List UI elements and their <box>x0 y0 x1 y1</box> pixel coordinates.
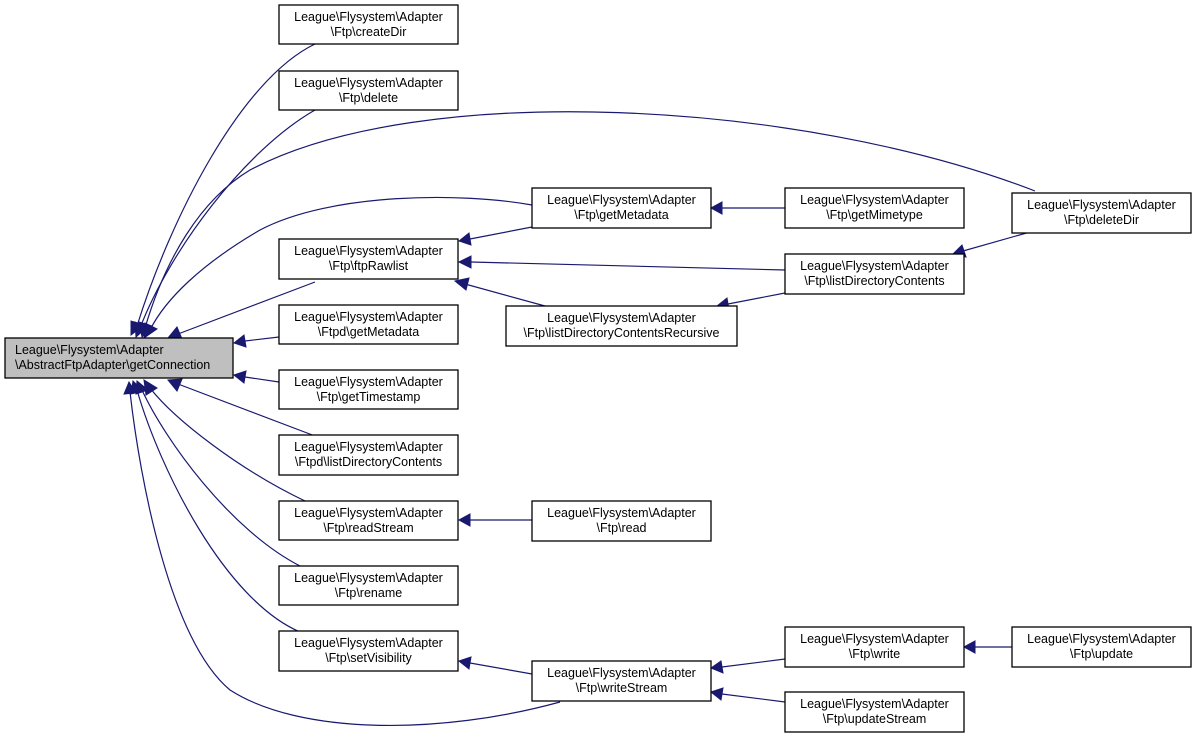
edge-read-to-readStream <box>457 513 532 527</box>
node-ftpRawlist[interactable]: League\Flysystem\Adapter \Ftp\ftpRawlist <box>278 238 459 280</box>
node-label-line1: League\Flysystem\Adapter <box>294 10 443 24</box>
edge-ftpdGetMetadata-to-root <box>232 334 280 348</box>
node-label-line2: \Ftp\delete <box>339 91 398 105</box>
edge-writeStream-to-setVisibility <box>457 656 533 675</box>
node-label-line1: League\Flysystem\Adapter <box>15 343 164 357</box>
edge-write-to-writeStream <box>709 658 786 674</box>
edge-getTimestamp-to-root <box>232 370 280 384</box>
node-rename[interactable]: League\Flysystem\Adapter \Ftp\rename <box>278 565 459 606</box>
node-label-line2: \Ftp\deleteDir <box>1064 213 1139 227</box>
edge-setVisibility-to-root <box>130 379 301 633</box>
node-label-line2: \Ftp\listDirectoryContentsRecursive <box>524 326 720 340</box>
node-label-line1: League\Flysystem\Adapter <box>294 571 443 585</box>
node-write[interactable]: League\Flysystem\Adapter \Ftp\write <box>784 626 965 668</box>
node-label-line2: \Ftpd\listDirectoryContents <box>295 455 442 469</box>
node-ftpd-getMetadata[interactable]: League\Flysystem\Adapter \Ftpd\getMetada… <box>278 304 459 345</box>
node-label-line1: League\Flysystem\Adapter <box>547 506 696 520</box>
node-label-line1: League\Flysystem\Adapter <box>294 440 443 454</box>
node-label-line1: League\Flysystem\Adapter <box>800 259 949 273</box>
node-getTimestamp[interactable]: League\Flysystem\Adapter \Ftp\getTimesta… <box>278 369 459 410</box>
node-listDirectoryContentsRecursive[interactable]: League\Flysystem\Adapter \Ftp\listDirect… <box>505 305 738 347</box>
node-label-line1: League\Flysystem\Adapter <box>547 666 696 680</box>
node-label-line2: \Ftp\read <box>596 521 646 535</box>
node-label-line1: League\Flysystem\Adapter <box>800 193 949 207</box>
node-label-line2: \Ftp\getMimetype <box>826 208 923 222</box>
node-readStream[interactable]: League\Flysystem\Adapter \Ftp\readStream <box>278 500 459 541</box>
node-getConnection[interactable]: League\Flysystem\Adapter \AbstractFtpAda… <box>4 337 234 379</box>
node-update[interactable]: League\Flysystem\Adapter \Ftp\update <box>1011 626 1192 668</box>
node-setVisibility[interactable]: League\Flysystem\Adapter \Ftp\setVisibil… <box>278 630 459 672</box>
node-label-line1: League\Flysystem\Adapter <box>800 697 949 711</box>
node-label-line1: League\Flysystem\Adapter <box>547 193 696 207</box>
node-label-line1: League\Flysystem\Adapter <box>1027 198 1176 212</box>
edge-updateStream-to-writeStream <box>709 687 786 703</box>
edge-listDirContents-to-ftpRawlist <box>457 255 786 271</box>
edge-deleteDir-to-listDirContents <box>952 231 1031 258</box>
node-label-line2: \Ftpd\getMetadata <box>318 325 420 339</box>
node-read[interactable]: League\Flysystem\Adapter \Ftp\read <box>531 500 712 542</box>
edge-rename-to-root <box>135 380 301 567</box>
node-delete[interactable]: League\Flysystem\Adapter \Ftp\delete <box>278 70 459 111</box>
node-label-line1: League\Flysystem\Adapter <box>294 244 443 258</box>
node-getMimetype[interactable]: League\Flysystem\Adapter \Ftp\getMimetyp… <box>784 187 965 229</box>
node-listDirectoryContents[interactable]: League\Flysystem\Adapter \Ftp\listDirect… <box>784 253 965 295</box>
edge-writeStream-to-root <box>123 380 561 727</box>
node-label-line2: \Ftp\ftpRawlist <box>329 259 409 273</box>
node-writeStream[interactable]: League\Flysystem\Adapter \Ftp\writeStrea… <box>531 660 712 702</box>
node-label-line2: \Ftp\readStream <box>323 521 413 535</box>
node-label-line2: \Ftp\createDir <box>331 25 407 39</box>
edge-listDirRecursive-to-ftpRawlist <box>453 277 546 307</box>
edge-getMetadata-to-ftpRawlist <box>457 226 533 246</box>
edge-ftpdListDir-to-root <box>167 378 316 437</box>
node-getMetadata[interactable]: League\Flysystem\Adapter \Ftp\getMetadat… <box>531 187 712 229</box>
node-label-line2: \Ftp\update <box>1070 647 1133 661</box>
node-label-line2: \Ftp\listDirectoryContents <box>804 274 944 288</box>
node-label-line1: League\Flysystem\Adapter <box>294 375 443 389</box>
node-label-line1: League\Flysystem\Adapter <box>294 310 443 324</box>
node-label-line2: \Ftp\rename <box>335 586 402 600</box>
node-label-line2: \Ftp\writeStream <box>576 681 668 695</box>
node-updateStream[interactable]: League\Flysystem\Adapter \Ftp\updateStre… <box>784 691 965 733</box>
node-label-line2: \Ftp\getTimestamp <box>317 390 421 404</box>
node-label-line2: \Ftp\setVisibility <box>325 651 412 665</box>
node-label-line1: League\Flysystem\Adapter <box>800 632 949 646</box>
node-createDir[interactable]: League\Flysystem\Adapter \Ftp\createDir <box>278 4 459 45</box>
node-label-line1: League\Flysystem\Adapter <box>547 311 696 325</box>
node-label-line2: \Ftp\getMetadata <box>574 208 669 222</box>
edge-delete-to-root <box>134 109 316 339</box>
node-label-line1: League\Flysystem\Adapter <box>1027 632 1176 646</box>
node-label-line2: \Ftp\updateStream <box>823 712 927 726</box>
node-label-line1: League\Flysystem\Adapter <box>294 76 443 90</box>
edge-getMimetype-to-getMetadata <box>709 201 785 215</box>
node-label-line1: League\Flysystem\Adapter <box>294 506 443 520</box>
node-label-line2: \Ftp\write <box>849 647 900 661</box>
node-ftpd-listDirectoryContents[interactable]: League\Flysystem\Adapter \Ftpd\listDirec… <box>278 434 459 476</box>
node-label-line1: League\Flysystem\Adapter <box>294 636 443 650</box>
node-label-line2: \AbstractFtpAdapter\getConnection <box>15 358 210 372</box>
edge-update-to-write <box>962 640 1012 654</box>
edge-getMetadata-to-root <box>143 196 533 340</box>
node-deleteDir[interactable]: League\Flysystem\Adapter \Ftp\deleteDir <box>1011 192 1192 234</box>
